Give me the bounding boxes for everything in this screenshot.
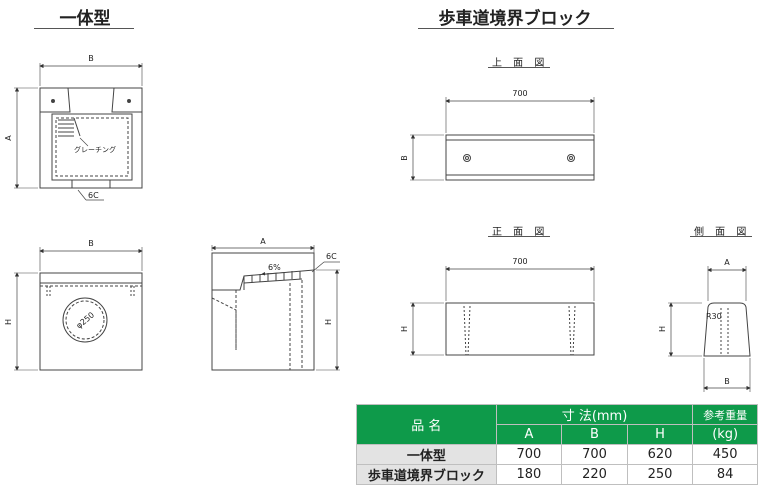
top-corner-right	[111, 87, 142, 113]
lift-anchor-right	[568, 305, 572, 356]
curb-front-outline	[445, 302, 595, 356]
cell-h: 620	[626, 444, 694, 465]
curb-front-view	[410, 266, 595, 356]
row-name: 一体型	[356, 444, 497, 465]
cell-a: 700	[495, 444, 563, 465]
dim-label-b-curb-side: B	[724, 377, 730, 386]
header-dimensions: 寸 法(mm)	[495, 404, 694, 425]
label-side-view: 側 面 図	[694, 227, 751, 238]
grating-bars	[58, 117, 81, 137]
pipe-opening	[62, 297, 108, 343]
label-pipe-diameter: φ250	[75, 310, 97, 330]
label-chamfer-top: 6C	[88, 191, 99, 200]
chamfer-edge	[71, 180, 111, 189]
lift-anchor-left	[463, 305, 467, 356]
label-chamfer-side: 6C	[326, 252, 337, 261]
title-integrated-type: 一体型	[59, 9, 111, 29]
table-row: 歩車道境界ブロック 180 220 250 84	[356, 464, 758, 485]
label-front-view-underline	[488, 236, 550, 237]
top-corner-left	[40, 87, 71, 113]
curb-side-outline	[703, 302, 751, 357]
dim-label-b-top: B	[88, 54, 94, 63]
grating-frame	[51, 113, 133, 181]
dim-label-h-curb-front: H	[400, 326, 409, 332]
header-col-h: H	[626, 424, 694, 445]
dim-label-b-curb-top: B	[400, 155, 409, 161]
integrated-top-view	[14, 63, 143, 201]
dim-label-h-curb-side: H	[658, 326, 667, 332]
dim-label-700-front: 700	[512, 257, 527, 266]
row-name: 歩車道境界ブロック	[356, 464, 497, 485]
integrated-front-view	[14, 247, 143, 371]
leader-6c	[77, 189, 87, 201]
dim-label-a-curb-side: A	[724, 258, 730, 267]
bolt-hole-right	[127, 99, 131, 103]
side-top-slope	[212, 269, 315, 291]
header-weight-unit: (kg)	[692, 424, 758, 445]
cell-b: 220	[561, 464, 628, 485]
table-row: 一体型 700 700 620 450	[356, 444, 758, 465]
label-grating: グレーチング	[74, 145, 116, 154]
cell-weight: 84	[692, 464, 758, 485]
grating-inner	[55, 117, 129, 177]
front-outline	[39, 272, 143, 371]
cell-h: 250	[626, 464, 694, 485]
top-outline	[39, 87, 143, 189]
label-front-view: 正 面 図	[492, 227, 549, 238]
front-top-band	[39, 272, 143, 284]
leader-6c-side	[311, 261, 325, 273]
dim-label-h-side: H	[324, 319, 333, 325]
lifting-hole-left	[463, 154, 471, 162]
bolt-hole-left	[51, 99, 55, 103]
label-top-view-underline	[488, 67, 550, 68]
curb-top-view	[410, 97, 595, 181]
title-underline-left	[34, 28, 134, 29]
curb-top-outline	[445, 134, 595, 181]
dim-label-700-top: 700	[512, 89, 527, 98]
side-slope-grating	[243, 271, 303, 284]
dim-label-b-front: B	[88, 239, 94, 248]
header-product-name: 品 名	[356, 404, 497, 445]
header-col-b: B	[561, 424, 628, 445]
integrated-side-view	[211, 245, 340, 371]
slope-arrow	[261, 271, 291, 276]
dim-label-a-top: A	[4, 135, 13, 141]
spec-table: 品 名 寸 法(mm) 参考重量 A B H (kg) 一体型 700 700 …	[356, 404, 758, 485]
label-slope: 6%	[268, 263, 281, 272]
dim-label-h-front: H	[4, 319, 13, 325]
leader-grating	[79, 137, 89, 147]
cell-b: 700	[561, 444, 628, 465]
label-side-view-underline	[690, 236, 752, 237]
title-curb-block: 歩車道境界ブロック	[438, 9, 592, 29]
label-top-view: 上 面 図	[492, 58, 549, 69]
title-underline-right	[418, 28, 614, 29]
table-header-row: 品 名 寸 法(mm) 参考重量	[356, 404, 758, 445]
lifting-hole-right	[567, 154, 575, 162]
curb-side-view	[668, 266, 751, 392]
cell-weight: 450	[692, 444, 758, 465]
header-weight: 参考重量	[692, 404, 758, 425]
label-radius: R30	[706, 312, 722, 321]
dim-label-a-side: A	[260, 237, 266, 246]
header-col-a: A	[495, 424, 563, 445]
side-outline	[211, 252, 315, 371]
cell-a: 180	[495, 464, 563, 485]
